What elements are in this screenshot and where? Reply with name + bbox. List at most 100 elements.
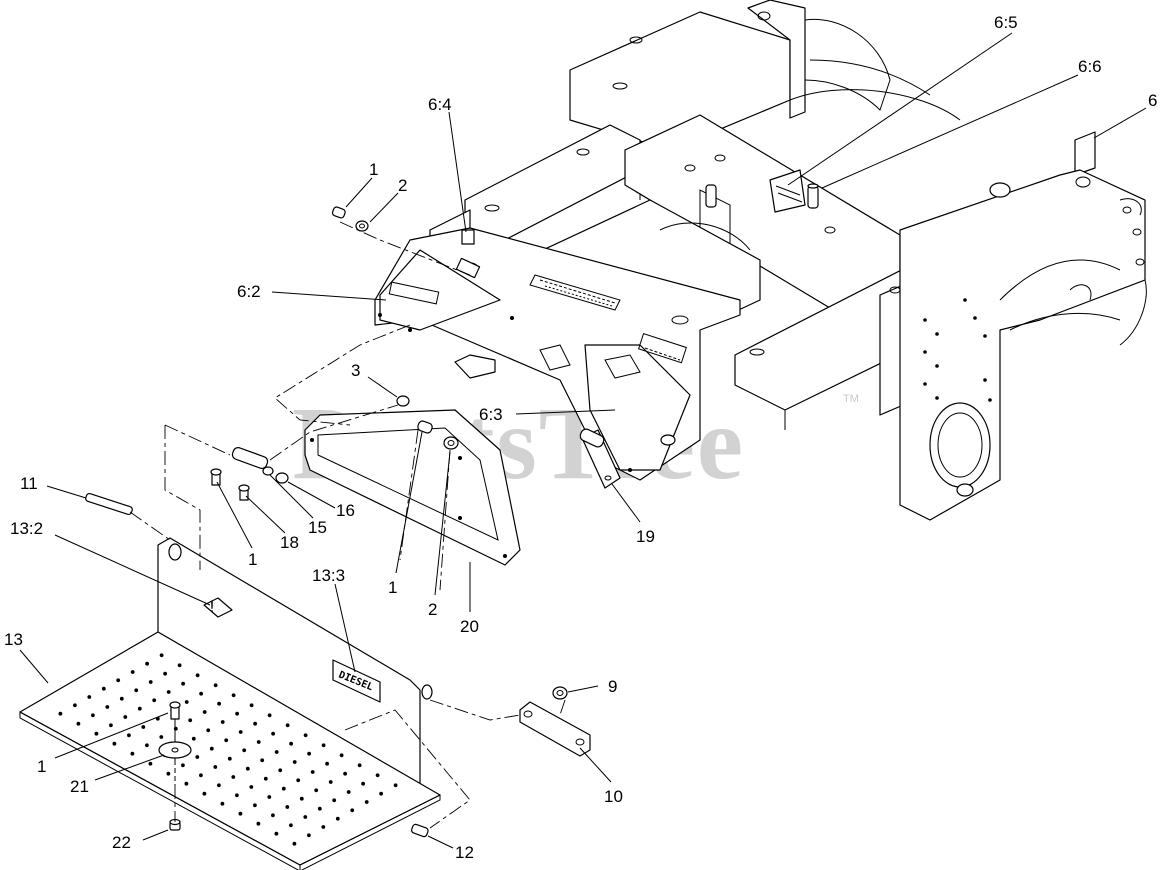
- nut-3: [396, 395, 410, 407]
- callout-13-2: 13:2: [10, 519, 43, 538]
- perforation-hole: [148, 761, 153, 766]
- washer-2-center: [443, 436, 459, 450]
- perforation-hole: [105, 705, 110, 709]
- watermark-trademark: TM: [843, 393, 859, 405]
- callout-1-bracket: 1: [388, 578, 397, 597]
- perforation-hole: [145, 743, 149, 748]
- callout-11: 11: [20, 474, 38, 493]
- frame-rear-upright: [747, 0, 806, 119]
- perforation-hole: [289, 823, 293, 828]
- perforation-hole: [87, 695, 92, 699]
- perforation-hole: [123, 715, 128, 719]
- perforation-hole: [181, 763, 185, 768]
- perforation-hole: [350, 808, 355, 813]
- callout-9: 9: [608, 677, 617, 696]
- perforation-hole: [339, 753, 344, 758]
- perforation-hole: [379, 791, 383, 796]
- perforation-hole: [285, 805, 290, 809]
- perforation-hole: [177, 663, 182, 668]
- decal-controls: [637, 332, 687, 364]
- callout-18: 18: [280, 533, 299, 552]
- perforation-hole: [209, 746, 214, 751]
- label-strip: [529, 274, 621, 311]
- perforation-hole: [321, 743, 326, 748]
- perforation-hole: [101, 686, 106, 691]
- perforation-hole: [227, 756, 232, 761]
- perforation-hole: [346, 790, 351, 794]
- perforation-hole: [116, 678, 121, 683]
- svg-text:!: !: [210, 597, 215, 616]
- perforation-hole: [274, 831, 279, 836]
- perforation-hole: [299, 796, 304, 801]
- perforation-hole: [289, 741, 293, 746]
- callout-6-3: 6:3: [479, 405, 503, 424]
- perforation-hole: [202, 710, 207, 714]
- perforation-hole: [184, 781, 189, 786]
- perforation-hole: [357, 763, 362, 768]
- perforation-hole: [361, 781, 365, 786]
- callout-labels: 1 2 6:4 6:5 6:6 6 6:2 3 6:3 11 13:2 16 1…: [4, 13, 1157, 862]
- perforation-hole: [126, 733, 131, 738]
- callout-1: 1: [369, 160, 378, 179]
- perforation-hole: [202, 791, 207, 796]
- perforation-hole: [271, 813, 275, 818]
- callout-3: 3: [351, 361, 360, 380]
- perforation-hole: [184, 700, 189, 704]
- perforation-hole: [321, 825, 326, 829]
- bolt-12: [411, 823, 429, 838]
- perforation-hole: [278, 768, 283, 773]
- callout-13-3: 13:3: [312, 566, 345, 585]
- perforation-hole: [375, 773, 380, 778]
- decal-13-3-diesel: [332, 659, 381, 703]
- perforation-hole: [303, 733, 308, 738]
- perforation-hole: [314, 788, 319, 793]
- side-bracket-10: [411, 686, 591, 838]
- perforation-hole: [137, 706, 142, 711]
- perforation-hole: [173, 726, 178, 731]
- perforation-hole: [307, 833, 311, 838]
- perforation-hole: [109, 723, 113, 728]
- callout-10: 10: [604, 787, 623, 806]
- callout-19: 19: [636, 527, 655, 546]
- frame-bushing: [989, 182, 1011, 198]
- perforation-hole: [260, 758, 265, 763]
- perforation-hole: [166, 771, 171, 776]
- callout-2-bracket: 2: [428, 600, 437, 619]
- callout-22: 22: [112, 833, 131, 852]
- panel-tab: [454, 354, 496, 379]
- perforation-hole: [181, 681, 186, 686]
- perforation-hole: [112, 741, 117, 746]
- floor-hardware: [158, 701, 192, 831]
- perforation-hole: [213, 765, 218, 769]
- frame-side-tab: [1074, 131, 1096, 176]
- side-bracket-10-body: [519, 701, 591, 757]
- perforation-hole: [235, 711, 240, 716]
- frame-axle-opening: [929, 402, 991, 488]
- perforation-hole: [58, 711, 63, 716]
- perforation-hole: [303, 815, 308, 819]
- pin-6-6: [807, 185, 819, 209]
- perforation-hole: [94, 731, 99, 736]
- perforation-hole: [134, 688, 139, 693]
- perforation-hole: [195, 673, 200, 678]
- perforation-hole: [235, 793, 239, 798]
- perforation-hole: [159, 735, 164, 739]
- perforation-hole: [364, 800, 369, 804]
- bracket-19: [579, 428, 621, 489]
- perforation-hole: [130, 670, 135, 674]
- floor-pan-13: ! DIESEL: [19, 537, 441, 870]
- perforation-hole: [310, 770, 315, 774]
- perforation-hole: [73, 703, 77, 708]
- perforation-hole: [191, 736, 196, 741]
- perforation-hole: [249, 785, 254, 789]
- perforation-hole: [274, 750, 279, 754]
- callout-20: 20: [460, 617, 479, 636]
- perforation-hole: [328, 780, 333, 784]
- hinge-rod-11: [85, 492, 133, 516]
- frame-mounting-holes: [923, 298, 992, 402]
- callout-1-hinge: 1: [248, 550, 257, 569]
- washer-21: [158, 741, 192, 759]
- bolt-1-center: [417, 420, 433, 434]
- perforation-hole: [343, 771, 347, 776]
